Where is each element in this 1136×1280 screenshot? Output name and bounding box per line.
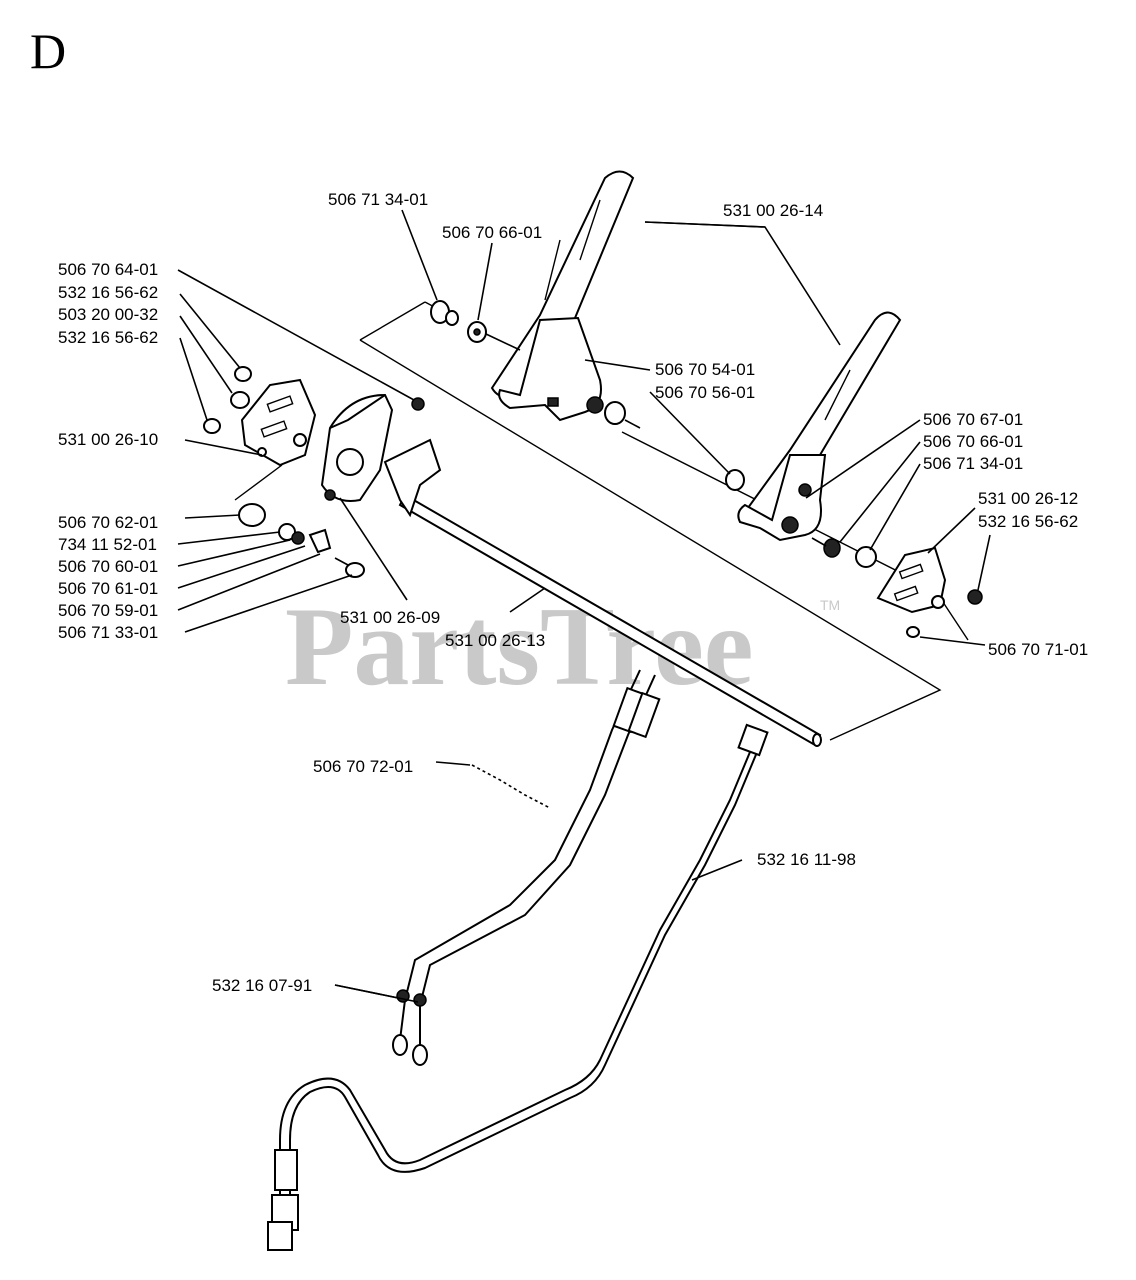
label-531-00-26-13: 531 00 26-13 <box>445 631 545 650</box>
label-506-70-66-01-a: 506 70 66-01 <box>442 223 542 242</box>
label-734-11-52-01: 734 11 52-01 <box>58 535 157 554</box>
handle-left <box>490 170 635 422</box>
label-531-00-26-10: 531 00 26-10 <box>58 430 158 449</box>
label-506-70-67-01: 506 70 67-01 <box>923 410 1023 429</box>
twin-cables <box>392 669 661 1066</box>
handle-right <box>737 311 902 542</box>
label-532-16-07-91: 532 16 07-91 <box>212 976 312 995</box>
watermark-trademark: TM <box>820 597 840 613</box>
bracket-right <box>876 546 983 638</box>
hardware-lower-left <box>238 503 365 578</box>
part-labels: 506 71 34-01 506 70 66-01 531 00 26-14 5… <box>58 190 1088 995</box>
chain <box>471 764 551 809</box>
hardware-right-handle <box>811 537 877 568</box>
single-cable <box>267 723 769 1251</box>
label-506-71-34-01-b: 506 71 34-01 <box>923 454 1023 473</box>
shaft <box>383 438 822 747</box>
label-506-70-54-01: 506 70 54-01 <box>655 360 755 379</box>
label-506-70-62-01: 506 70 62-01 <box>58 513 158 532</box>
label-506-70-71-01: 506 70 71-01 <box>988 640 1088 659</box>
label-506-70-59-01: 506 70 59-01 <box>58 601 158 620</box>
label-532-16-56-62-b: 532 16 56-62 <box>58 328 158 347</box>
label-506-70-72-01: 506 70 72-01 <box>313 757 413 776</box>
label-506-70-66-01-b: 506 70 66-01 <box>923 432 1023 451</box>
label-532-16-56-62-c: 532 16 56-62 <box>978 512 1078 531</box>
hardware-left-bracket <box>203 366 425 434</box>
label-531-00-26-14: 531 00 26-14 <box>723 201 823 220</box>
bracket-left <box>240 378 317 467</box>
label-532-16-11-98: 532 16 11-98 <box>757 850 856 869</box>
label-532-16-56-62-a: 532 16 56-62 <box>58 283 158 302</box>
gear-cover <box>320 393 394 502</box>
section-letter: D <box>30 23 67 79</box>
label-506-70-64-01: 506 70 64-01 <box>58 260 158 279</box>
label-531-00-26-09: 531 00 26-09 <box>340 608 440 627</box>
label-506-71-33-01: 506 71 33-01 <box>58 623 158 642</box>
label-503-20-00-32: 503 20 00-32 <box>58 305 158 324</box>
leader-lines <box>177 209 991 1003</box>
label-531-00-26-12: 531 00 26-12 <box>978 489 1078 508</box>
label-506-71-34-01-a: 506 71 34-01 <box>328 190 428 209</box>
label-506-70-56-01: 506 70 56-01 <box>655 383 755 402</box>
hardware-left-handle <box>430 300 745 491</box>
label-506-70-61-01: 506 70 61-01 <box>58 579 158 598</box>
label-506-70-60-01: 506 70 60-01 <box>58 557 158 576</box>
